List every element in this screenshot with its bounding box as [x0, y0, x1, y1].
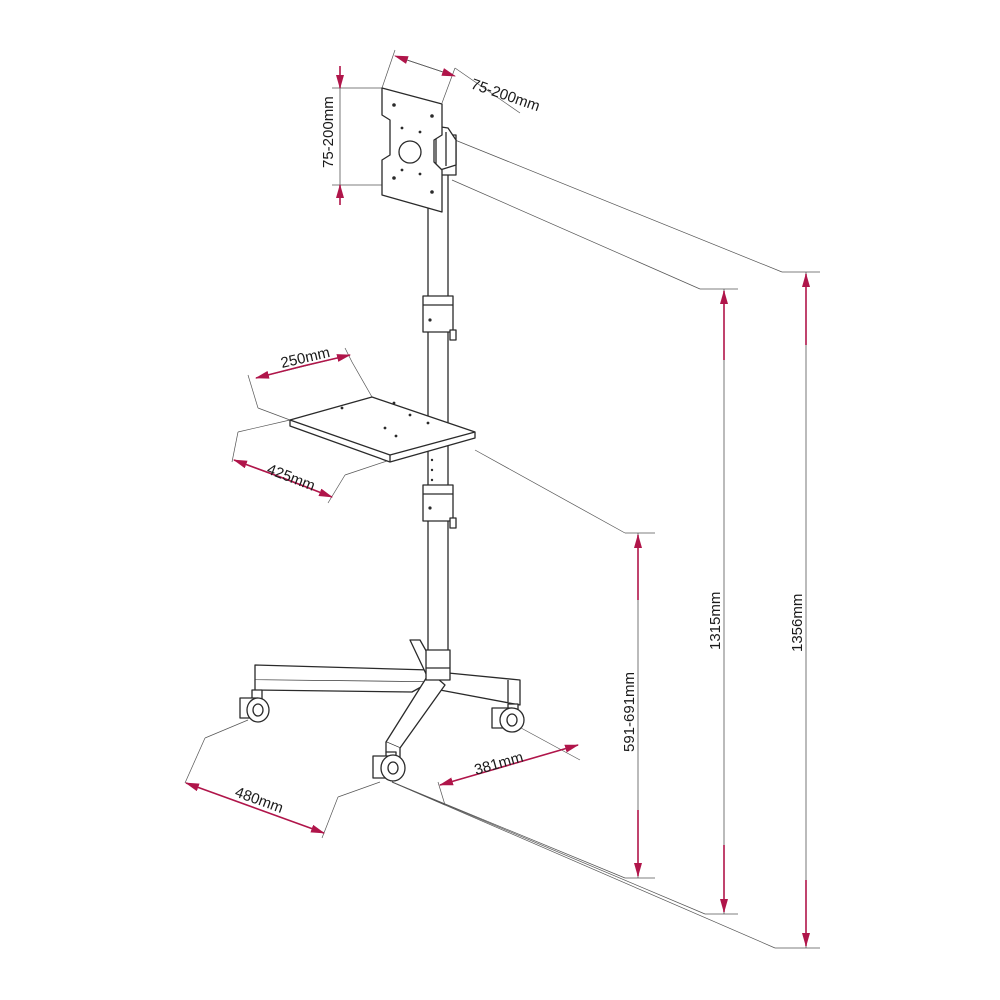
pole-joint-lower — [422, 484, 454, 522]
shelf — [289, 396, 476, 463]
label-shelf-height: 591-691mm — [621, 672, 638, 752]
dimension-arrows — [185, 55, 810, 948]
label-mount-height: 1315mm — [707, 592, 724, 650]
label-total-height: 1356mm — [789, 594, 806, 652]
label-vesa-width: 75-200mm — [469, 76, 542, 115]
label-vesa-height: 75-200mm — [320, 96, 337, 168]
label-base-depth: 381mm — [472, 749, 525, 779]
pole-joint-upper — [422, 295, 454, 333]
caster-left — [239, 689, 270, 723]
base — [254, 639, 521, 759]
caster-right — [491, 703, 525, 733]
vesa-mount — [381, 87, 457, 213]
caster-front — [372, 751, 406, 782]
label-base-width: 480mm — [233, 784, 286, 817]
tv-cart-illustration — [239, 87, 525, 782]
label-shelf-width: 425mm — [265, 461, 318, 495]
label-shelf-depth: 250mm — [279, 344, 332, 372]
